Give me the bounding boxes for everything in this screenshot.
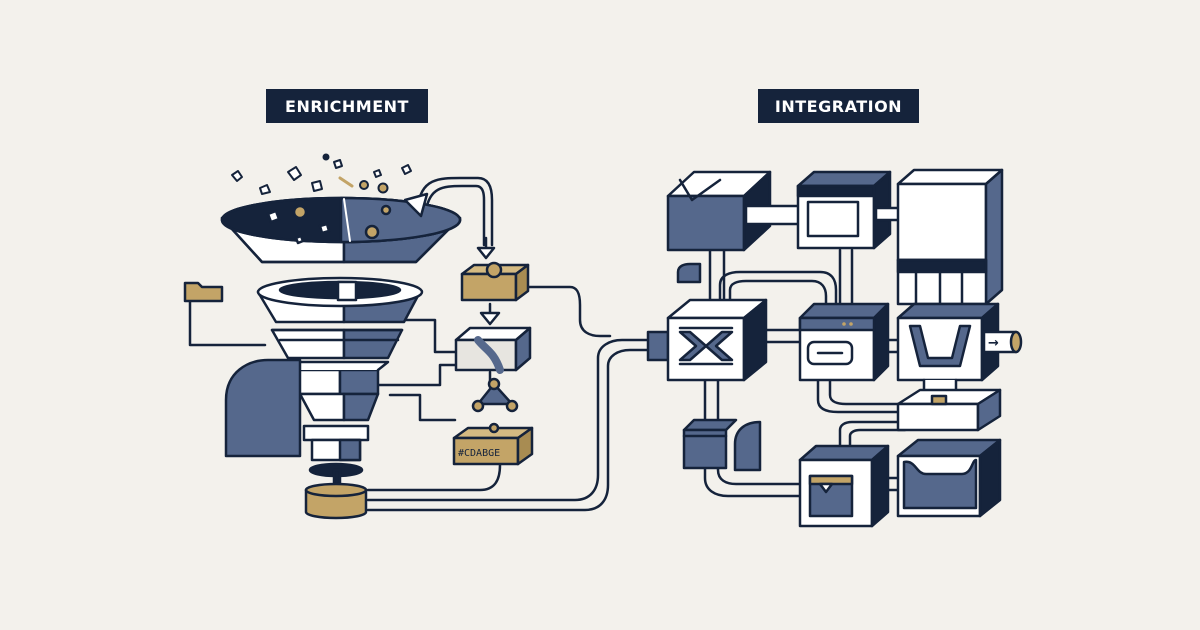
pipe-recirculate-inner (424, 184, 486, 247)
down-arrow-icon (476, 236, 496, 260)
pipe-int-bottom-loop-2 (716, 378, 802, 486)
output-arrow-icon: → (982, 330, 1023, 354)
pipe-int-mid-loop (816, 378, 902, 414)
folder-icon (183, 281, 224, 303)
code-box-label: #CDABGE (458, 448, 500, 459)
int-cube-plate (896, 388, 1002, 432)
pipe-main-outer (366, 338, 652, 502)
pipe-int-low-2 (848, 428, 907, 452)
funnel-bowl (220, 192, 462, 264)
int-cube-framed (796, 170, 892, 250)
pipe-funnel-to-codebox (388, 393, 457, 422)
int-backdrop-semi (733, 420, 762, 472)
gold-box (460, 261, 530, 302)
funnel-stage-3 (270, 328, 404, 360)
pipe-folder-loop (188, 298, 267, 347)
code-box: #CDABGE (452, 422, 534, 466)
pipe-goldbox-right (526, 285, 612, 338)
molecule-icon (471, 370, 519, 413)
pipe-int-bottom-loop (703, 378, 802, 498)
transform-cube (454, 326, 532, 374)
int-cube-drawer (798, 444, 890, 528)
int-cube-basin (896, 438, 1002, 518)
backdrop-shape (224, 358, 302, 458)
pipe-int-loop-top (718, 270, 838, 307)
int-cube-cross (646, 298, 768, 382)
int-cube-open (666, 170, 772, 252)
pipe-int-mid-loop-2 (828, 378, 902, 406)
int-cube-slot (798, 302, 890, 382)
enrichment-label: ENRICHMENT (266, 89, 428, 123)
int-connector-ab (744, 204, 802, 226)
pipe-main-inner (366, 348, 652, 512)
integration-label: INTEGRATION (758, 89, 919, 123)
pipe-recirculate-outer (416, 176, 494, 247)
funnel-stage-5 (302, 424, 370, 490)
output-arrow-label: → (988, 336, 999, 351)
down-arrow-icon-2 (479, 302, 501, 326)
int-backdrop-small (676, 262, 702, 284)
int-cube-tall (896, 168, 1004, 306)
int-cube-hopper (896, 302, 1000, 398)
pipe-int-loop-top-2 (728, 279, 828, 307)
pipe-funnel-to-cube-2 (376, 363, 462, 387)
int-cube-small (682, 418, 738, 470)
pipe-int-low-1 (838, 420, 907, 452)
funnel-ring (256, 276, 424, 324)
funnel-base (304, 482, 368, 520)
